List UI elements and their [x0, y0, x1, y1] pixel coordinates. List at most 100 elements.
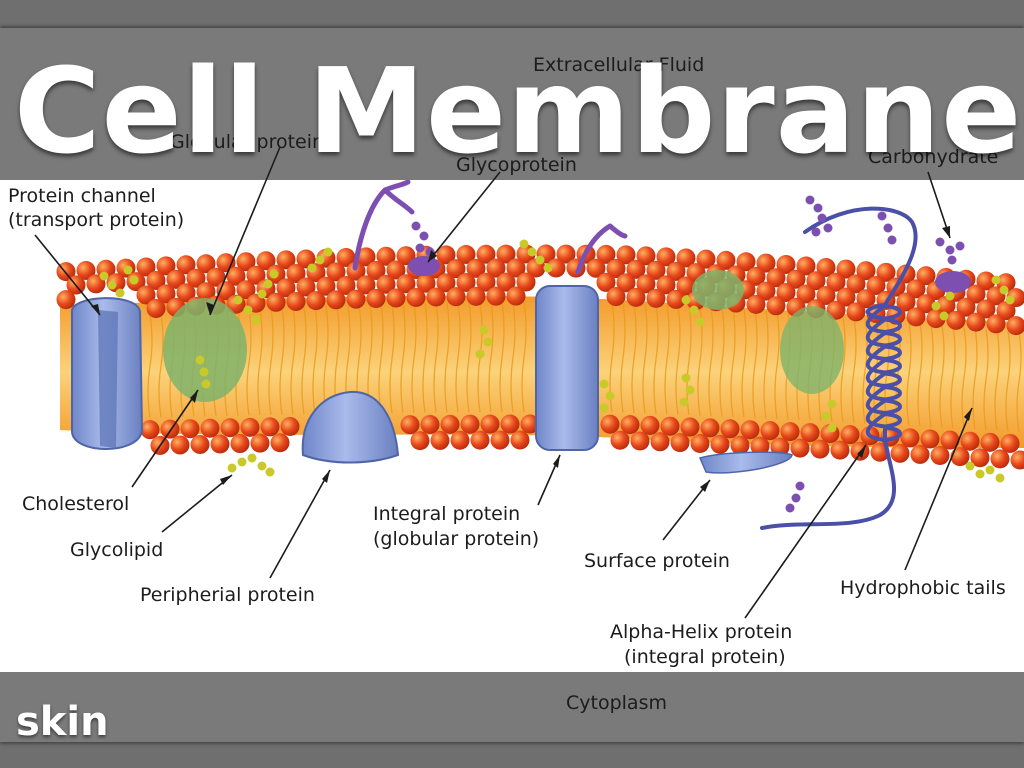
lipid-tail — [147, 314, 153, 418]
globular-protein — [780, 306, 844, 394]
sugar-bead — [475, 349, 485, 359]
alpha-helix-protein — [760, 206, 918, 530]
phospholipid-head — [200, 418, 220, 438]
phospholipid-head — [446, 259, 466, 279]
sugar-bead — [965, 461, 975, 471]
sugar-bead — [237, 457, 247, 467]
phospholipid-head — [226, 266, 246, 286]
sugar-bead — [519, 239, 529, 249]
phospholipid-head — [710, 434, 730, 454]
lipid-tail — [466, 302, 472, 413]
sugar-bead — [827, 399, 837, 409]
lipid-tail — [411, 303, 417, 413]
sugar-bead — [985, 465, 995, 475]
phospholipid-head — [416, 273, 436, 293]
phospholipid-head — [296, 277, 316, 297]
sugar-bead — [817, 213, 827, 223]
phospholipid-head — [976, 299, 996, 319]
sugar-bead — [201, 379, 211, 389]
phospholipid-head — [800, 423, 820, 443]
lipid-tail — [158, 314, 164, 418]
phospholipid-head — [170, 435, 190, 455]
phospholipid-head — [476, 272, 496, 292]
phospholipid-head — [606, 287, 626, 307]
phospholipid-head — [346, 289, 366, 309]
sugar-bead — [947, 255, 957, 265]
sugar-bead — [123, 265, 133, 275]
phospholipid-head — [336, 276, 356, 296]
phospholipid-head — [196, 254, 216, 274]
phospholipid-head — [796, 256, 816, 276]
phospholipid-head — [756, 253, 776, 273]
label-integral-protein: Integral protein — [373, 503, 520, 525]
phospholipid-head — [970, 448, 990, 468]
phospholipid-head — [156, 256, 176, 276]
phospholipid-head — [676, 248, 696, 268]
phospholipid-head — [996, 301, 1016, 321]
phospholipid-head — [376, 246, 396, 266]
phospholipid-head — [636, 246, 656, 266]
sugar-bead — [543, 263, 553, 273]
phospholipid-head — [406, 287, 426, 307]
lipid-tail — [312, 306, 318, 415]
phospholipid-head — [500, 414, 520, 434]
phospholipid-head — [400, 415, 420, 435]
phospholipid-head — [836, 287, 856, 307]
phospholipid-head — [266, 292, 286, 312]
sugar-bead — [821, 411, 831, 421]
phospholipid-head — [660, 416, 680, 436]
phospholipid-head — [410, 431, 430, 451]
phospholipid-head — [440, 414, 460, 434]
label-carbohydrate: Carbohydrate — [868, 146, 998, 168]
phospholipid-head — [630, 431, 650, 451]
phospholipid-head — [196, 282, 216, 302]
phospholipid-head — [270, 433, 290, 453]
phospholipid-head — [696, 249, 716, 269]
phospholipid-head — [280, 417, 300, 437]
phospholipid-head — [876, 262, 896, 282]
phospholipid-head — [136, 257, 156, 277]
lipid-tail — [675, 305, 681, 415]
phospholipid-head — [496, 244, 516, 264]
lipid-tail — [851, 317, 857, 423]
sugar-bead — [323, 247, 333, 257]
label-extracellular-fluid: Extracellular Fluid — [533, 54, 704, 76]
phospholipid-head — [316, 276, 336, 296]
sugar-bead — [883, 223, 893, 233]
phospholipid-head — [810, 439, 830, 459]
lipid-tail — [752, 310, 758, 419]
sugar-bead — [955, 241, 965, 251]
phospholipid-head — [816, 258, 836, 278]
label-protein-channel: Protein channel — [8, 185, 156, 207]
phospholipid-head — [676, 276, 696, 296]
phospholipid-head — [520, 414, 540, 434]
phospholipid-head — [246, 265, 266, 285]
slide-caption: skin — [16, 699, 109, 745]
phospholipid-head — [730, 435, 750, 455]
sugar-bead — [315, 255, 325, 265]
phospholipid-head — [446, 287, 466, 307]
phospholipid-head — [506, 258, 526, 278]
phospholipid-head — [916, 266, 936, 286]
lipid-tail — [257, 308, 263, 416]
phospholipid-head — [680, 417, 700, 437]
label-globular-protein: Globular protein — [170, 131, 324, 153]
lipid-tail — [741, 309, 747, 418]
sugar-bead — [233, 295, 243, 305]
phospholipid-head — [166, 269, 186, 289]
lipid-tail — [719, 308, 725, 417]
sugar-bead — [791, 493, 801, 503]
sugar-bead — [813, 203, 823, 213]
phospholipid-head — [396, 274, 416, 294]
surface-protein — [698, 451, 793, 474]
lipid-tail — [950, 325, 956, 429]
phospholipid-head — [556, 244, 576, 264]
lipid-tail — [246, 309, 252, 416]
glycoprotein — [352, 179, 628, 275]
sugar-bead — [945, 291, 955, 301]
phospholipid-head — [856, 289, 876, 309]
phospholipid-head — [620, 415, 640, 435]
sugar-bead — [681, 295, 691, 305]
phospholipid-head — [746, 294, 766, 314]
phospholipid-head — [780, 422, 800, 442]
